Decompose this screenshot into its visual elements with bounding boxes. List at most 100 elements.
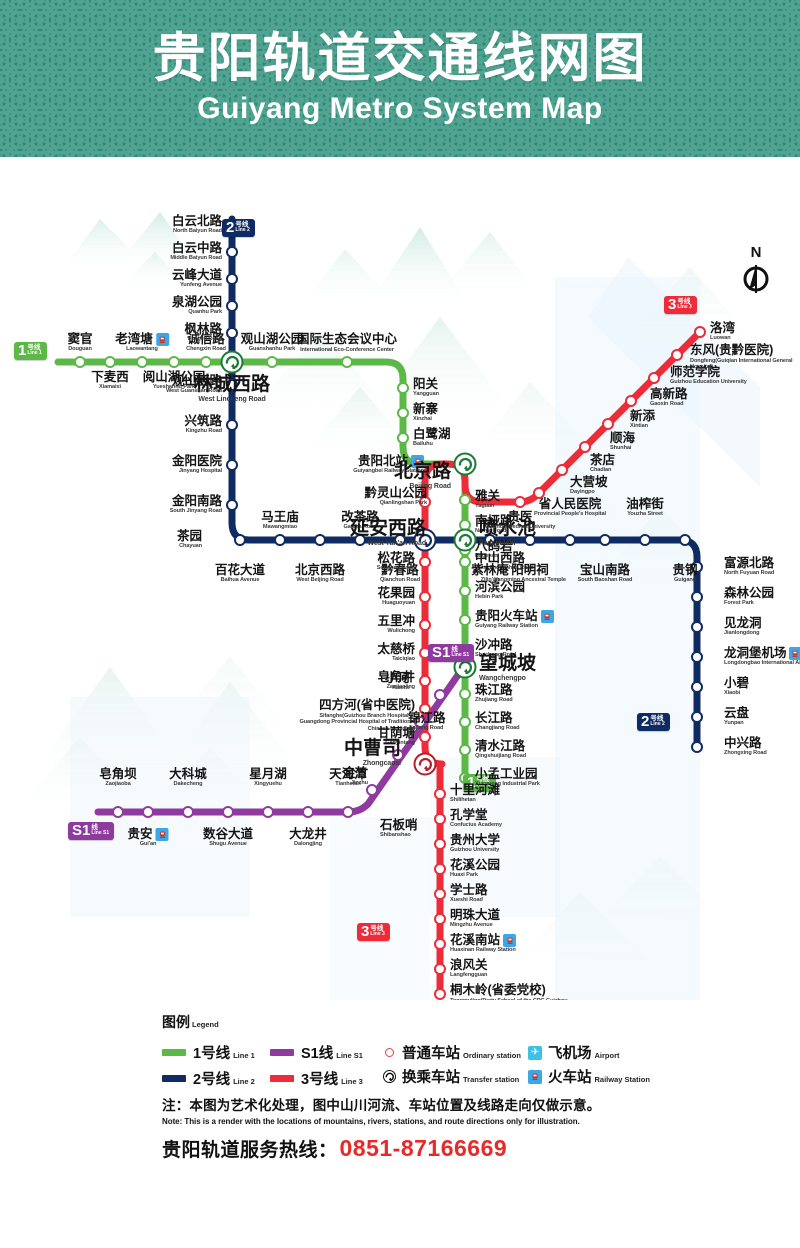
station-label[interactable]: 龙洞堡机场✈Longdongbao International Airport bbox=[724, 647, 800, 667]
station-label[interactable]: 四方河(省中医院)Sifanghe(Guizhou Branch Hospita… bbox=[295, 699, 415, 733]
station-label[interactable]: 桐木岭(省委党校)Tongmuling(Party School of the … bbox=[450, 984, 570, 1000]
station-label[interactable]: 东风(贵黔医院)Dongfeng(Guiqian International G… bbox=[690, 344, 800, 371]
